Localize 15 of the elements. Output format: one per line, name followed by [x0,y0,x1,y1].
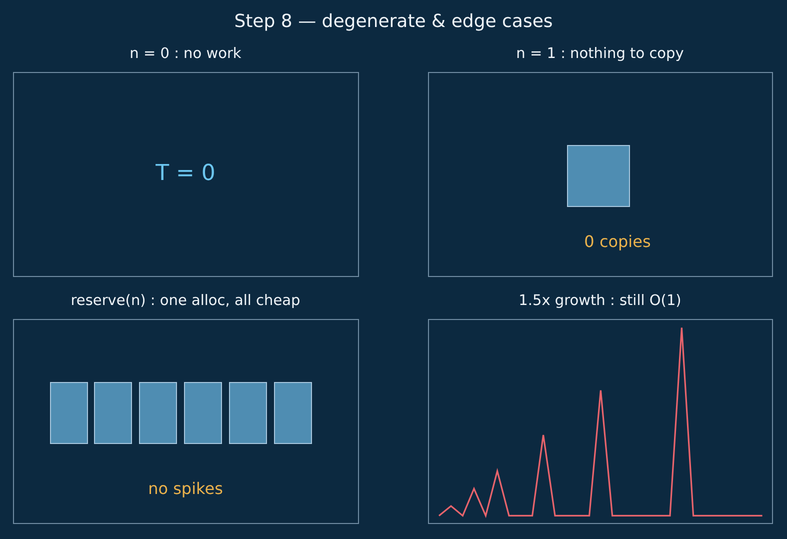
memory-slot [184,382,222,444]
diagram-title: Step 8 — degenerate & edge cases [234,11,553,33]
panel-heading: reserve(n) : one alloc, all cheap [70,292,300,310]
memory-slot [94,382,132,444]
element-block [567,145,630,207]
panel-heading: 1.5x growth : still O(1) [518,292,682,310]
panel-heading: n = 1 : nothing to copy [516,45,684,63]
panel-heading: n = 0 : no work [130,45,242,63]
memory-slot [274,382,312,444]
memory-slot [139,382,177,444]
copy-count-note: 0 copies [584,232,651,252]
memory-slot [50,382,88,444]
spike-note: no spikes [148,478,223,498]
result-value: T = 0 [156,161,216,188]
memory-slot [229,382,267,444]
